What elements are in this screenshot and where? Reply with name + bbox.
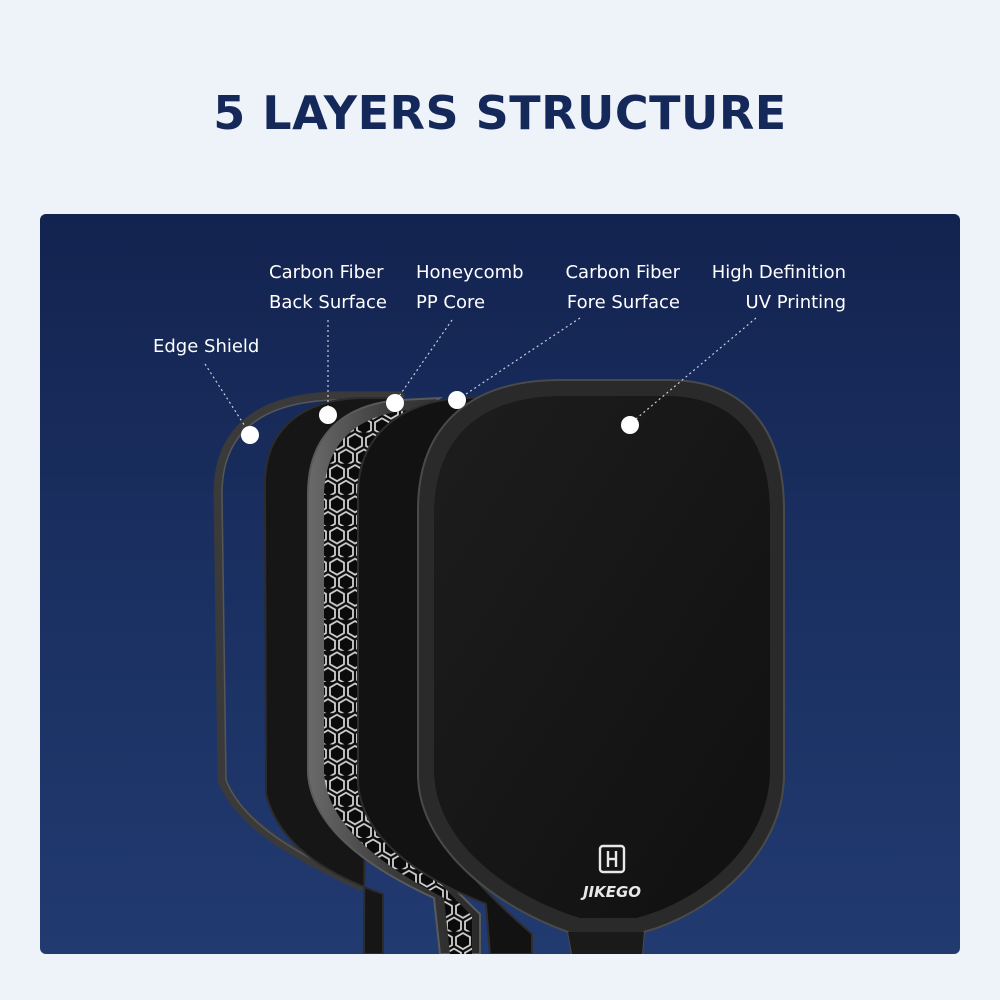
edge-shield-marker bbox=[241, 426, 259, 444]
uv-printing-marker bbox=[621, 416, 639, 434]
back-surface-marker bbox=[319, 406, 337, 424]
front-paddle-face bbox=[434, 396, 770, 918]
label-uv-printing: High Definition UV Printing bbox=[711, 262, 846, 313]
label-carbon-fiber-back: Carbon Fiber Back Surface bbox=[269, 262, 387, 313]
jikego-logo-icon bbox=[598, 844, 626, 874]
brand-logo-text: JIKEGO bbox=[580, 883, 641, 901]
honeycomb-marker bbox=[386, 394, 404, 412]
fore-surface-marker bbox=[448, 391, 466, 409]
page-title: 5 LAYERS STRUCTURE bbox=[213, 86, 787, 140]
label-carbon-fiber-fore: Carbon Fiber Fore Surface bbox=[565, 262, 680, 313]
label-honeycomb-core: Honeycomb PP Core bbox=[416, 262, 524, 313]
edge-shield-leader bbox=[204, 363, 251, 435]
label-edge-shield: Edge Shield bbox=[153, 336, 260, 357]
edge-shield-shape bbox=[213, 391, 405, 891]
honeycomb-leader bbox=[394, 319, 453, 403]
paddle-layers-illustration: JIKEGO bbox=[204, 317, 785, 954]
layers-diagram-panel: JIKEGO Edge Shield Carbon Fiber Back Sur… bbox=[40, 214, 960, 954]
